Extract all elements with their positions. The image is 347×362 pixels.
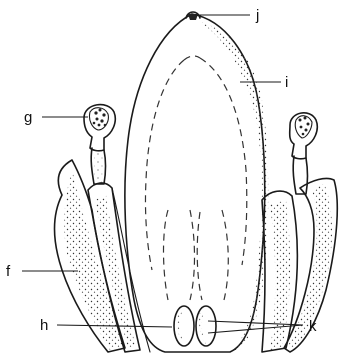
- leader-k-lower: [208, 325, 303, 333]
- label-k: k: [309, 318, 317, 335]
- right-tepals: [262, 178, 337, 352]
- left-stamen: [84, 105, 115, 184]
- central-pistil: [125, 12, 268, 352]
- label-h: h: [40, 317, 48, 334]
- basal-ovules: [174, 306, 216, 346]
- label-j: j: [255, 7, 259, 24]
- label-f: f: [6, 263, 11, 280]
- leader-k-upper: [208, 321, 303, 325]
- label-i: i: [285, 74, 288, 91]
- label-g: g: [24, 109, 32, 126]
